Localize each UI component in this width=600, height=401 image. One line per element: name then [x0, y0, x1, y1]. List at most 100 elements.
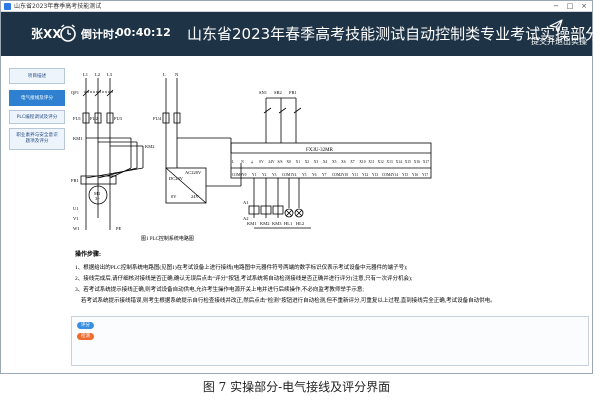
- plc-bottom-terminal-5: COM1: [282, 173, 292, 177]
- label-24v: 24V: [191, 194, 200, 199]
- plc-bottom-terminal-14: Y13: [372, 173, 378, 177]
- plc-top-terminal-10: X4: [323, 160, 328, 164]
- label-acv: AC220V: [185, 170, 202, 175]
- label-PE: PE: [116, 226, 122, 231]
- plc-top-terminal-19: X15: [405, 160, 411, 164]
- label-QF1: QF1: [71, 90, 79, 95]
- label-A1: A1: [243, 200, 249, 205]
- plc-bottom-terminal-1: Y0: [242, 173, 247, 177]
- label-FU2: FU2: [90, 116, 98, 121]
- plc-circuit-diagram: L1 L2 L3 L N QF1 FU1 FU2 FU3 FU4 KM1 KM2…: [71, 72, 496, 304]
- label-KM1c: KM1: [247, 221, 257, 226]
- plc-bottom-terminal-0: COM0: [232, 173, 242, 177]
- plc-top-terminal-5: S/S: [278, 160, 283, 164]
- label-SB2: SB2: [274, 90, 282, 95]
- plc-bottom-terminal-9: Y7: [322, 173, 327, 177]
- exam-header: 张XX 倒计时: 00:40:12 山东省2023年春季高考技能测试自动控制类专…: [1, 12, 600, 56]
- plc-bottom-terminal-10: COM2: [332, 173, 342, 177]
- label-KM3c: KM3: [272, 221, 282, 226]
- maximize-button[interactable]: □: [566, 2, 574, 10]
- plc-bottom-terminal-15: COM4: [382, 173, 392, 177]
- plc-bottom-terminal-6: Y4: [292, 173, 297, 177]
- label-M1: M1: [94, 191, 100, 196]
- sidebar-item-professional[interactable]: 职业素养与安全意识 题项及评分: [9, 128, 65, 150]
- label-0v: 0V: [171, 194, 177, 199]
- label-L2: L2: [95, 72, 100, 77]
- label-L: L: [163, 72, 166, 77]
- submit-exit-button[interactable]: 提交并退出实操: [531, 37, 587, 46]
- label-SN1: SN1: [259, 90, 267, 95]
- label-U1: U1: [73, 206, 79, 211]
- plc-top-terminal-6: X0: [287, 160, 292, 164]
- step-1: 1、根据给出的PLC控制系统电路图(见图1)在考试设备上进行接线(电路图中元器件…: [75, 263, 408, 271]
- label-KM2c: KM2: [260, 221, 270, 226]
- plc-top-terminal-18: X14: [396, 160, 402, 164]
- plc-bottom-terminal-2: Y1: [252, 173, 257, 177]
- sidebar: 项目描述 电气接线及评分 PLC编程调试及评分 职业素养与安全意识 题项及评分: [9, 68, 65, 158]
- plc-top-terminal-8: X2: [305, 160, 310, 164]
- plc-bottom-terminal-4: Y3: [272, 173, 277, 177]
- clock-icon: [60, 24, 76, 42]
- plc-bottom-terminal-16: Y14: [392, 173, 398, 177]
- score-panel: 评分 检测: [71, 316, 589, 366]
- send-icon[interactable]: [549, 19, 563, 33]
- plc-bottom-terminal-7: Y5: [302, 173, 307, 177]
- sidebar-item-plc[interactable]: PLC编程调试及评分: [9, 110, 65, 124]
- check-button[interactable]: 检测: [77, 333, 94, 340]
- plc-top-terminal-20: X16: [414, 160, 420, 164]
- label-FU4: FU4: [153, 116, 162, 121]
- label-HL1: HL1: [284, 221, 292, 226]
- label-N: N: [175, 72, 179, 77]
- app-window: 山东省2023年春季高考技能测试 − □ × 张XX 倒计时: 00:40:12…: [0, 0, 593, 374]
- plc-top-terminal-13: X7: [350, 160, 355, 164]
- step-3: 3、若考试系统提示接线正确,则考试设备自动供电,允许考生操作电源开关上电并进行后…: [75, 285, 364, 293]
- exam-title: 山东省2023年春季高考技能测试自动控制类专业考试实操部分: [187, 25, 600, 43]
- label-FU3: FU3: [114, 116, 123, 121]
- label-KM1: KM1: [73, 136, 83, 141]
- plc-bottom-terminal-8: Y6: [312, 173, 317, 177]
- plc-top-terminal-14: X10: [359, 160, 365, 164]
- plc-bottom-terminal-3: Y2: [262, 173, 267, 177]
- step-4: 若考试系统提示接线错误,则考生根据系统提示自行检查接线并改正,然后点击“检测”按…: [81, 296, 496, 304]
- label-dcv: DC24V: [169, 176, 184, 181]
- plc-top-terminal-1: N: [241, 160, 244, 164]
- label-V1: V1: [73, 216, 79, 221]
- label-L1: L1: [83, 72, 88, 77]
- label-A2: A2: [243, 216, 249, 221]
- label-L3: L3: [107, 72, 113, 77]
- sidebar-item-project[interactable]: 项目描述: [9, 68, 65, 84]
- plc-top-terminal-9: X3: [314, 160, 319, 164]
- plc-top-terminal-17: X13: [387, 160, 393, 164]
- steps-heading: 操作步骤:: [75, 250, 101, 258]
- label-W1: W1: [73, 226, 80, 231]
- document-area: L1 L2 L3 L N QF1 FU1 FU2 FU3 FU4 KM1 KM2…: [71, 68, 589, 308]
- score-button[interactable]: 评分: [77, 322, 94, 329]
- plc-top-terminal-15: X11: [368, 160, 374, 164]
- sidebar-item-wiring[interactable]: 电气接线及评分: [9, 90, 65, 106]
- plc-top-terminal-4: 24V: [268, 160, 275, 164]
- minimize-button[interactable]: −: [553, 2, 559, 10]
- label-M-sym: 3~: [95, 196, 100, 201]
- plc-model: FX3U-32MR: [306, 148, 334, 153]
- plc-top-terminal-2: ⏚: [250, 159, 254, 164]
- plc-top-terminal-12: X6: [341, 160, 346, 164]
- plc-bottom-terminal-17: Y15: [402, 173, 408, 177]
- plc-bottom-terminal-11: Y10: [342, 173, 348, 177]
- label-KM2: KM2: [145, 144, 155, 149]
- plc-bottom-terminal-19: Y17: [422, 173, 428, 177]
- timer-value: 00:40:12: [116, 26, 171, 39]
- plc-top-terminal-21: X17: [423, 160, 429, 164]
- title-bar: 山东省2023年春季高考技能测试 − □ ×: [1, 1, 592, 12]
- label-FR1b: FR1: [289, 90, 297, 95]
- label-HL2: HL2: [296, 221, 304, 226]
- plc-bottom-terminal-12: Y11: [352, 173, 358, 177]
- candidate-name: 张XX: [31, 27, 62, 41]
- label-FR1: FR1: [71, 178, 79, 183]
- close-button[interactable]: ×: [581, 2, 587, 10]
- window-title: 山东省2023年春季高考技能测试: [14, 3, 102, 10]
- timer-label: 倒计时:: [81, 28, 119, 41]
- figure-caption: 图1 PLC控制系统电路图: [141, 235, 194, 242]
- plc-bottom-terminal-13: Y12: [362, 173, 368, 177]
